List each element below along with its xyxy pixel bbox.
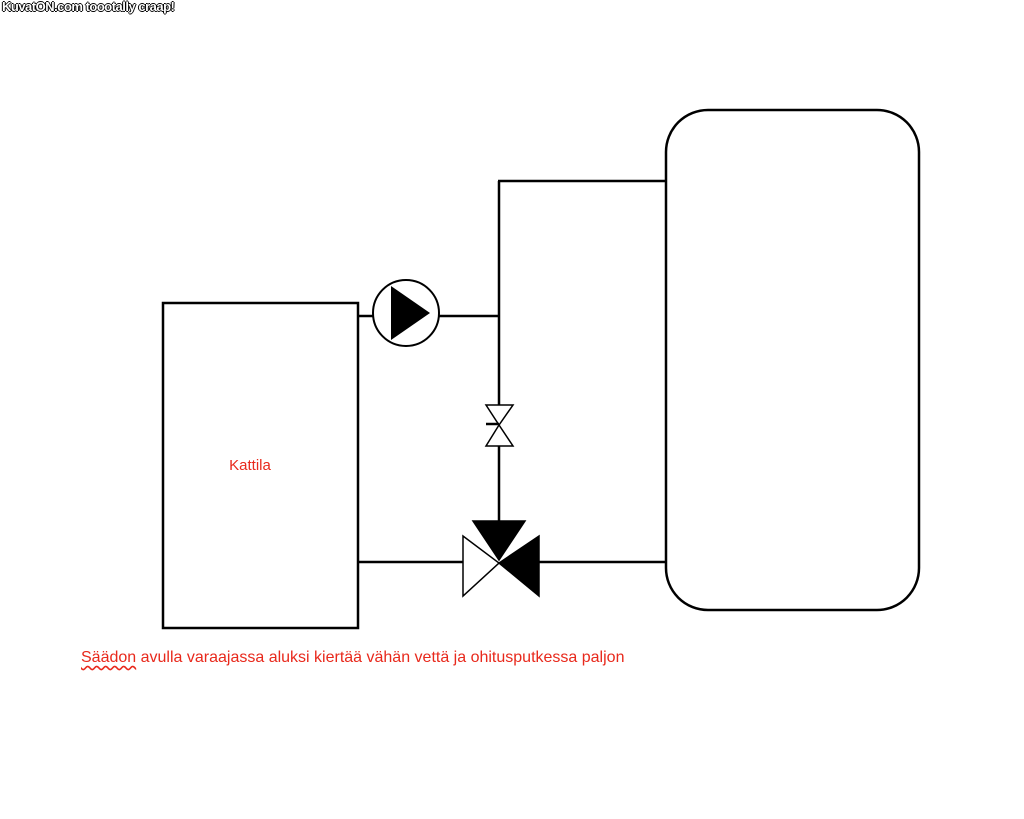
caption: Säädon avulla varaajassa aluksi kiertää … <box>81 649 624 667</box>
pipes <box>358 179 666 564</box>
caption-text: avulla varaajassa aluksi kiertää vähän v… <box>136 649 625 666</box>
boiler-box <box>161 301 360 630</box>
bypass-valve-icon <box>484 404 515 447</box>
watermark: KuvatON.com toootally craap! <box>2 0 175 14</box>
boiler-label: Kattila <box>229 457 271 474</box>
three-way-valve-icon <box>462 520 540 598</box>
pump-icon <box>372 279 440 347</box>
caption-misspelled-word: Säädon <box>81 649 137 666</box>
storage-tank <box>664 108 921 612</box>
